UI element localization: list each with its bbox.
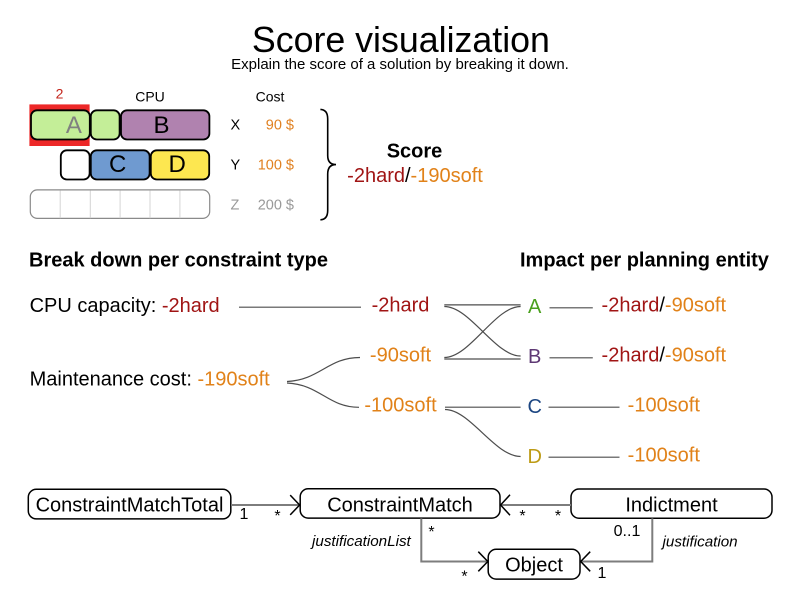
- svg-text:*: *: [428, 524, 434, 541]
- svg-text:-100soft: -100soft: [364, 395, 437, 417]
- svg-text:A: A: [66, 112, 82, 139]
- svg-text:1: 1: [240, 506, 249, 523]
- svg-text:justificationList: justificationList: [310, 533, 412, 550]
- svg-text:*: *: [274, 508, 280, 525]
- svg-text:1: 1: [598, 565, 607, 582]
- svg-text:-2hard/-90soft: -2hard/-90soft: [602, 295, 727, 317]
- svg-text:D: D: [169, 151, 186, 178]
- svg-text:CPU: CPU: [135, 89, 165, 105]
- svg-text:-90soft: -90soft: [370, 345, 432, 367]
- svg-text:X: X: [231, 117, 241, 133]
- svg-text:2: 2: [56, 85, 64, 101]
- svg-text:-2hard/-190soft: -2hard/-190soft: [347, 165, 483, 187]
- svg-text:Maintenance cost: -190soft: Maintenance cost: -190soft: [30, 369, 271, 391]
- svg-text:Score: Score: [387, 140, 443, 162]
- svg-text:B: B: [528, 346, 541, 368]
- svg-text:Score visualization: Score visualization: [252, 20, 550, 60]
- svg-text:Z: Z: [231, 197, 240, 213]
- svg-text:-100soft: -100soft: [628, 395, 701, 417]
- svg-text:200 $: 200 $: [258, 197, 294, 213]
- svg-text:Break down per constraint type: Break down per constraint type: [29, 250, 328, 272]
- svg-text:*: *: [461, 569, 467, 586]
- svg-text:CPU capacity: -2hard: CPU capacity: -2hard: [30, 295, 220, 317]
- svg-text:-2hard/-90soft: -2hard/-90soft: [602, 345, 727, 367]
- svg-text:D: D: [527, 446, 541, 468]
- svg-text:justification: justification: [661, 533, 738, 550]
- svg-text:B: B: [153, 112, 169, 139]
- svg-text:90 $: 90 $: [266, 117, 294, 133]
- svg-text:Cost: Cost: [256, 89, 285, 105]
- svg-text:Y: Y: [231, 157, 241, 173]
- svg-text:*: *: [555, 508, 561, 525]
- svg-text:C: C: [527, 396, 541, 418]
- svg-text:Explain the score of a solutio: Explain the score of a solution by break…: [231, 56, 569, 73]
- svg-text:100 $: 100 $: [258, 157, 294, 173]
- svg-text:*: *: [519, 508, 525, 525]
- svg-text:ConstraintMatchTotal: ConstraintMatchTotal: [36, 495, 224, 517]
- svg-text:Indictment: Indictment: [625, 495, 718, 517]
- svg-text:C: C: [109, 151, 126, 178]
- svg-text:ConstraintMatch: ConstraintMatch: [327, 495, 473, 517]
- svg-text:0..1: 0..1: [614, 523, 641, 540]
- svg-text:-100soft: -100soft: [628, 445, 701, 467]
- svg-text:Object: Object: [505, 555, 563, 577]
- svg-text:A: A: [528, 296, 542, 318]
- svg-text:Impact per planning entity: Impact per planning entity: [520, 250, 770, 272]
- svg-text:-2hard: -2hard: [372, 295, 430, 317]
